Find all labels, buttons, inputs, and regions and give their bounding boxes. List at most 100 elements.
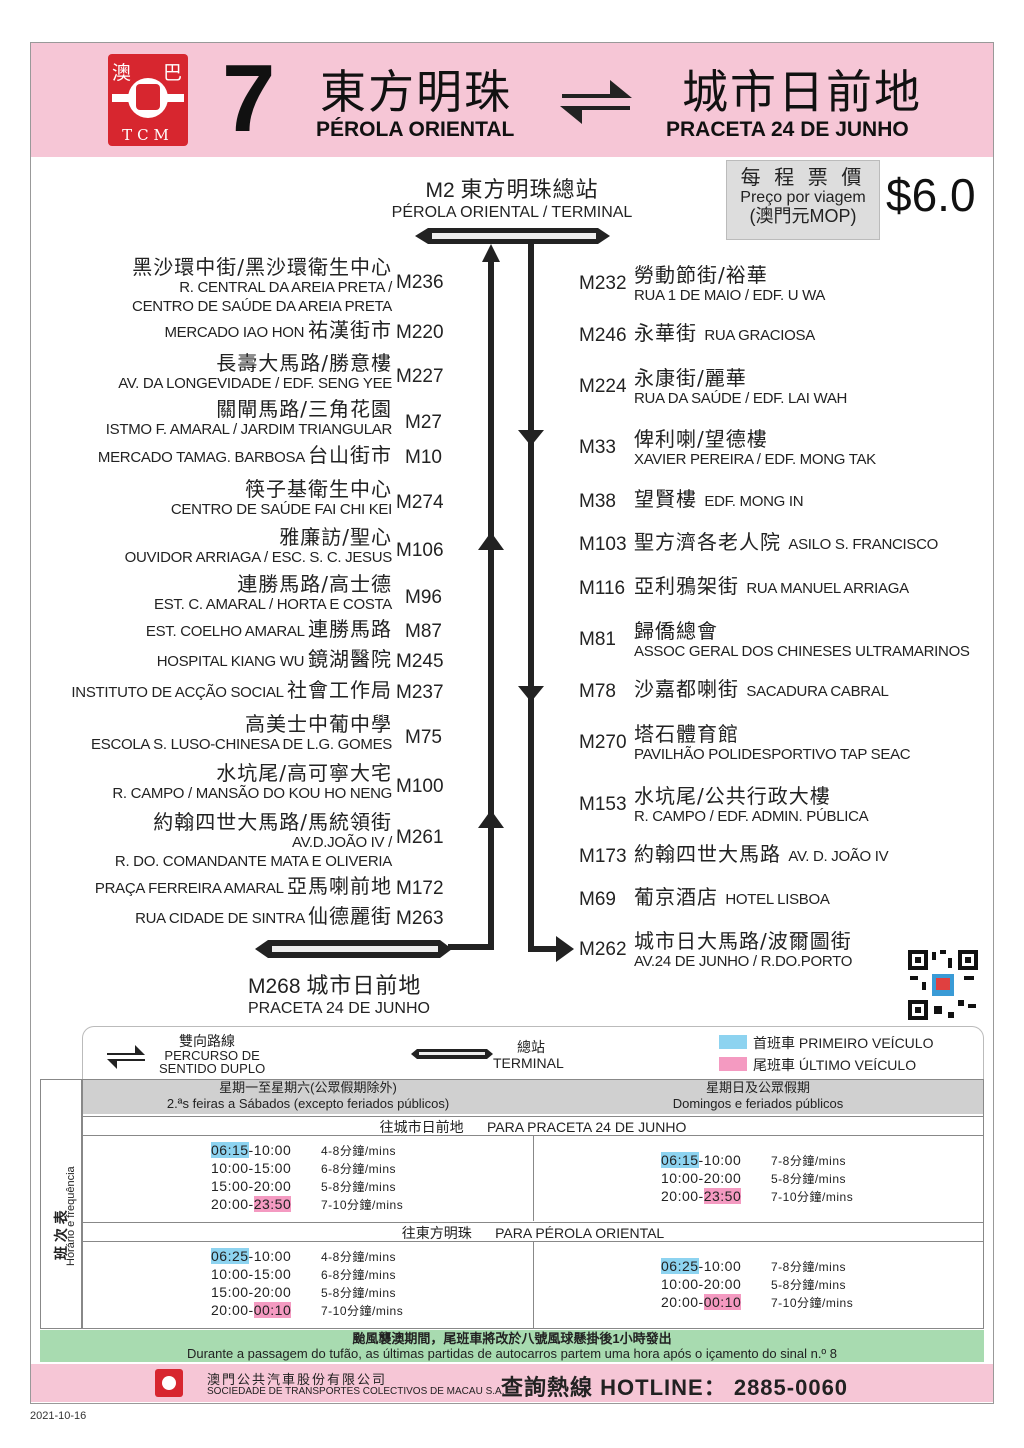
first-bus-time: 06:25 xyxy=(211,1248,249,1264)
time-rest: -10:00 xyxy=(248,1248,292,1264)
bottom-terminal-zh: 城市日前地 xyxy=(306,974,422,999)
left-stop-pt2: CENTRO DE SAÚDE DA AREIA PRETA xyxy=(132,298,392,315)
left-stop-zh: 鏡湖醫院 xyxy=(308,647,392,671)
footer: 澳門公共汽車股份有限公司 SOCIEDADE DE TRANSPORTES CO… xyxy=(31,1364,993,1402)
left-stop-zh: 關閘馬路/三角花園 xyxy=(216,397,392,421)
left-stop-code: M236 xyxy=(396,272,444,293)
left-stop-zh: 筷子基衛生中心 xyxy=(245,477,392,501)
frequency: 5-8分鐘/mins xyxy=(321,1286,397,1300)
frequency: 6-8分鐘/mins xyxy=(321,1268,397,1282)
right-stop-zh: 望賢樓 xyxy=(634,487,705,511)
right-stop-code: M232 xyxy=(579,273,627,294)
right-stop-zh: 葡京酒店 xyxy=(634,885,726,909)
hotline-zh: 查詢熱線 xyxy=(501,1375,594,1400)
left-stop-zh: 社會工作局 xyxy=(287,678,392,702)
left-stop-pt: OUVIDOR ARRIAGA / ESC. S. C. JESUS xyxy=(124,549,393,566)
left-stop-code: M227 xyxy=(396,366,444,387)
time-range: 10:00-20:00 xyxy=(661,1170,761,1186)
left-stop-pt: INSTITUTO DE ACÇÃO SOCIAL xyxy=(71,684,287,701)
fare-amount: $6.0 xyxy=(886,169,976,221)
header-banner xyxy=(31,43,993,157)
logo-text: TCM xyxy=(122,126,174,144)
right-stop: 望賢樓 EDF. MONG IN xyxy=(634,487,804,511)
time-range: 06:25-10:00 xyxy=(211,1248,311,1264)
left-stop-pt: EST. COELHO AMARAL xyxy=(145,623,308,640)
left-stop: EST. COELHO AMARAL 連勝馬路 xyxy=(145,619,392,641)
left-stop-zh: 黑沙環中街/黑沙環衛生中心 xyxy=(132,255,392,279)
right-stop-zh: 歸僑總會 xyxy=(634,619,718,643)
left-stop-pt: R. CENTRAL DA AREIA PRETA / xyxy=(179,279,392,296)
up-arrow-icon-3 xyxy=(478,810,504,828)
down-arrow-icon-2 xyxy=(518,686,544,702)
destination-pt: PRACETA 24 DE JUNHO xyxy=(666,118,909,141)
time-start: 20:00- xyxy=(211,1302,254,1318)
weekday-pt: 2.ªs feiras a Sábados (excepto feriados … xyxy=(166,1096,450,1111)
time-range: 06:25-10:00 xyxy=(661,1258,761,1274)
right-stop: 葡京酒店 HOTEL LISBOA xyxy=(634,885,830,909)
right-stop-pt: HOTEL LISBOA xyxy=(725,891,830,908)
qr-code-icon[interactable] xyxy=(906,948,980,1022)
bottom-terminal-code: M268 xyxy=(248,975,301,998)
time-range: 06:15-10:00 xyxy=(211,1142,311,1158)
print-date: 2021-10-16 xyxy=(30,1410,87,1422)
hotline-label: HOTLINE： xyxy=(600,1375,727,1400)
left-stop: INSTITUTO DE ACÇÃO SOCIAL 社會工作局 xyxy=(71,678,392,702)
top-terminal-pt: PÉROLA ORIENTAL / TERMINAL xyxy=(391,204,633,221)
two-way-arrows-icon xyxy=(560,80,632,124)
time-start: 20:00- xyxy=(211,1196,254,1212)
fare-currency: (澳門元MOP) xyxy=(749,205,857,226)
right-stop-code: M262 xyxy=(579,939,627,960)
tcm-logo: 澳 巴 TCM xyxy=(108,54,188,146)
left-stop-pt: AV. DA LONGEVIDADE / EDF. SENG YEE xyxy=(118,375,392,392)
direction-1-pt: PARA PRACETA 24 DE JUNHO xyxy=(486,1119,687,1135)
right-stop-zh: 勞動節街/裕華 xyxy=(634,263,768,287)
company-pt: SOCIEDADE DE TRANSPORTES COLECTIVOS DE M… xyxy=(207,1386,505,1397)
right-stop-line: 亞利鴉架街 RUA MANUEL ARRIAGA xyxy=(634,574,909,598)
right-stop-pt: RUA 1 DE MAIO / EDF. U WA xyxy=(634,287,826,304)
typhoon-pt: Durante a passagem do tufão, as últimas … xyxy=(186,1346,838,1361)
left-stop-zh: 仙德麗街 xyxy=(308,904,392,928)
time-range: 10:00-15:00 xyxy=(211,1160,311,1176)
first-bus-time: 06:25 xyxy=(661,1258,699,1274)
right-stop-pt: XAVIER PEREIRA / EDF. MONG TAK xyxy=(634,451,876,468)
time-range: 15:00-20:00 xyxy=(211,1284,311,1300)
left-stop-zh: 水坑尾/高可寧大宅 xyxy=(216,761,392,785)
legend: 雙向路線 PERCURSO DE SENTIDO DUPLO 總站 TERMIN… xyxy=(82,1026,984,1079)
legend-last-zh: 尾班車 xyxy=(753,1057,795,1073)
left-stop-code: M172 xyxy=(396,878,444,899)
left-stop: MERCADO IAO HON 祐漢街市 xyxy=(164,320,392,342)
fare-box: 每 程 票 價 Preço por viagem (澳門元MOP) $6.0 xyxy=(726,160,994,240)
left-stop-line: PRAÇA FERREIRA AMARAL 亞馬喇前地 xyxy=(95,876,392,898)
left-stop-code: M261 xyxy=(396,827,444,848)
left-stop-zh: 連勝馬路/高士德 xyxy=(237,572,392,596)
two-way-legend-icon xyxy=(107,1045,145,1069)
hotline-number[interactable]: 2885-0060 xyxy=(733,1375,849,1400)
frequency: 5-8分鐘/mins xyxy=(771,1172,847,1186)
first-bus-time: 06:15 xyxy=(211,1142,249,1158)
direction-1-header: 往城市日前地 PARA PRACETA 24 DE JUNHO xyxy=(83,1116,983,1136)
destination-zh: 城市日前地 xyxy=(682,65,922,119)
right-arrow-icon xyxy=(556,936,574,962)
right-stop-zh: 亞利鴉架街 xyxy=(634,574,747,598)
fare-label-zh: 每 程 票 價 xyxy=(740,167,866,189)
left-stop-zh: 約翰四世大馬路/馬統領街 xyxy=(153,810,392,834)
last-bus-time: 00:10 xyxy=(703,1294,742,1310)
right-stop-pt: SACADURA CABRAL xyxy=(746,683,889,700)
left-stop-code: M263 xyxy=(396,908,444,929)
left-stop-pt: MERCADO TAMAG. BARBOSA xyxy=(97,449,308,466)
left-stop-pt: EST. C. AMARAL / HORTA E COSTA xyxy=(153,596,392,613)
left-stop-line: RUA CIDADE DE SINTRA 仙德麗街 xyxy=(135,904,392,928)
left-stop-code: M106 xyxy=(396,540,444,561)
right-stop-code: M173 xyxy=(579,846,627,867)
